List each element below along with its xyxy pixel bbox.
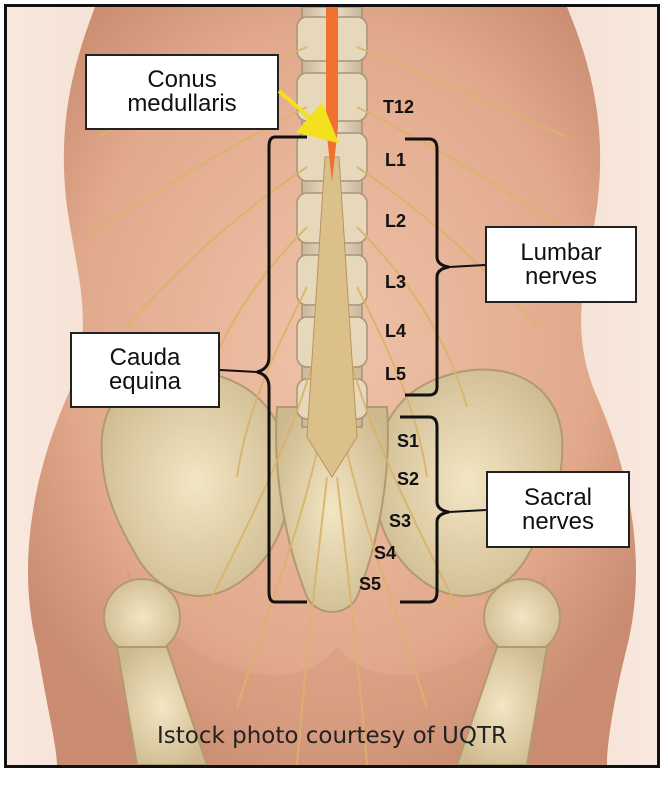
level-s4: S4 bbox=[374, 543, 396, 564]
level-t12: T12 bbox=[383, 97, 414, 118]
level-s1: S1 bbox=[397, 431, 419, 452]
level-l5: L5 bbox=[385, 364, 406, 385]
conus-line-1: Conus bbox=[147, 68, 216, 92]
figure-frame: Conus medullaris Cauda equina Lumbar ner… bbox=[4, 4, 660, 768]
sacral-line-1: Sacral bbox=[524, 486, 592, 510]
lumbar-line-2: nerves bbox=[525, 265, 597, 289]
level-s3: S3 bbox=[389, 511, 411, 532]
cauda-line-2: equina bbox=[109, 370, 181, 394]
level-l4: L4 bbox=[385, 321, 406, 342]
sacral-nerves-label: Sacral nerves bbox=[486, 471, 630, 548]
lumbar-line-1: Lumbar bbox=[520, 241, 601, 265]
level-l1: L1 bbox=[385, 150, 406, 171]
photo-credit: Istock photo courtesy of UQTR bbox=[7, 723, 657, 749]
left-femoral-head bbox=[104, 579, 180, 655]
conus-line-2: medullaris bbox=[127, 92, 236, 116]
level-l2: L2 bbox=[385, 211, 406, 232]
sacral-line-2: nerves bbox=[522, 510, 594, 534]
right-femoral-head bbox=[484, 579, 560, 655]
lumbar-nerves-label: Lumbar nerves bbox=[485, 226, 637, 303]
cauda-equina-label: Cauda equina bbox=[70, 332, 220, 408]
conus-medullaris-label: Conus medullaris bbox=[85, 54, 279, 130]
level-s5: S5 bbox=[359, 574, 381, 595]
level-l3: L3 bbox=[385, 272, 406, 293]
cauda-line-1: Cauda bbox=[110, 346, 181, 370]
level-s2: S2 bbox=[397, 469, 419, 490]
